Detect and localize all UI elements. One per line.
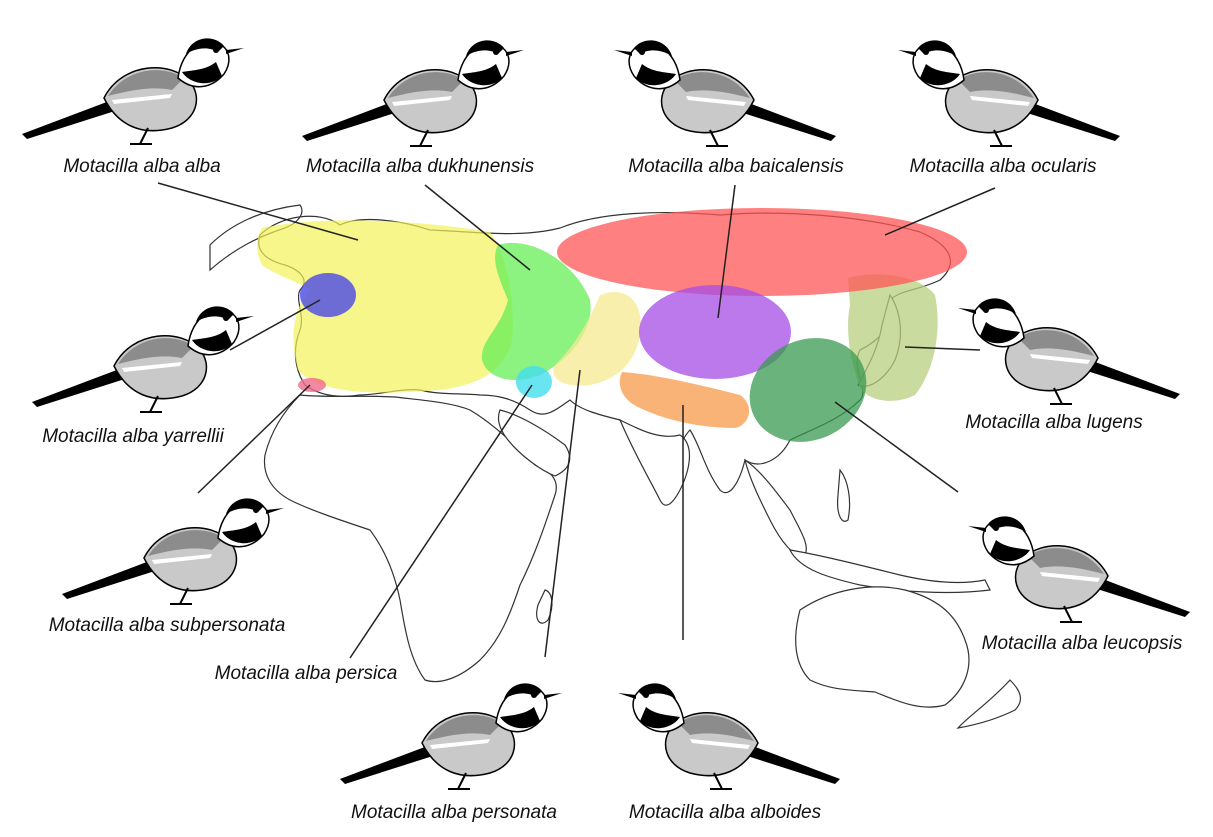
label-dukhunensis: Motacilla alba dukhunensis: [305, 156, 535, 177]
leader-dukhunensis: [424, 184, 531, 271]
africa-outline: [263, 394, 557, 683]
philippines-outline: [837, 468, 851, 522]
range-alboides: [619, 372, 750, 428]
leader-baicalensis: [717, 184, 736, 319]
bird-ocularis: [897, 39, 1121, 147]
label-ocularis: Motacilla alba ocularis: [909, 156, 1097, 177]
range-baicalensis: [639, 285, 791, 379]
leader-persica: [349, 384, 533, 659]
leader-leucopsis: [834, 401, 959, 493]
bird-baicalensis: [613, 39, 837, 147]
range-dukhunensis: [481, 242, 591, 380]
label-yarrellii: Motacilla alba yarrellii: [42, 426, 224, 447]
label-alba: Motacilla alba alba: [63, 156, 221, 177]
australia-outline: [795, 586, 970, 708]
label-baicalensis: Motacilla alba baicalensis: [628, 156, 844, 177]
indonesia-outline: [788, 549, 991, 594]
bird-personata: [339, 682, 563, 790]
southeast-asia-outline: [744, 458, 807, 557]
label-alboides: Motacilla alba alboides: [628, 802, 822, 823]
range-areas: [257, 208, 967, 442]
new-zealand-outline: [956, 679, 1022, 729]
india-outline: [618, 418, 691, 506]
label-lugens: Motacilla alba lugens: [965, 412, 1143, 433]
leader-personata: [544, 369, 581, 658]
range-lugens: [848, 274, 938, 401]
bird-subpersonata: [61, 497, 285, 605]
range-personata: [553, 291, 641, 386]
madagascar-outline: [536, 589, 553, 624]
greenland-outline: [209, 204, 303, 272]
label-subpersonata: Motacilla alba subpersonata: [48, 615, 286, 636]
bird-lugens: [957, 297, 1181, 405]
label-persica: Motacilla alba persica: [214, 663, 398, 684]
range-leucopsis: [749, 338, 867, 442]
range-alba: [257, 220, 513, 393]
range-persica: [516, 366, 552, 398]
leader-lugens: [904, 346, 981, 351]
bird-leucopsis: [967, 515, 1191, 623]
label-leucopsis: Motacilla alba leucopsis: [981, 633, 1183, 654]
bird-alba: [21, 37, 245, 145]
label-personata: Motacilla alba personata: [351, 802, 557, 823]
bird-yarrellii: [31, 305, 255, 413]
leader-ocularis: [884, 187, 996, 236]
range-subpersonata: [298, 378, 326, 392]
leader-alba: [157, 182, 359, 241]
leader-subpersonata: [197, 384, 311, 494]
bird-dukhunensis: [301, 39, 525, 147]
range-ocularis: [557, 208, 967, 296]
range-yarrellii: [300, 273, 356, 317]
bird-alboides: [617, 682, 841, 790]
leader-yarrellii: [229, 299, 321, 351]
arabia-outline: [497, 409, 571, 477]
leader-lines: [157, 182, 996, 659]
